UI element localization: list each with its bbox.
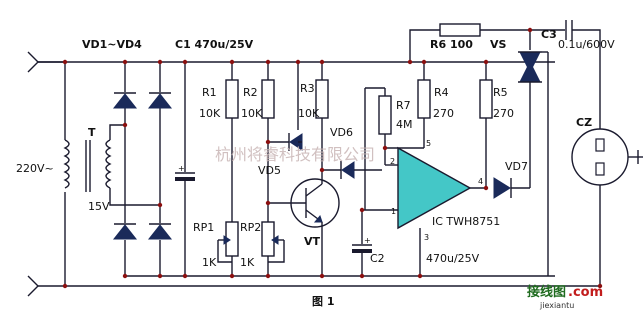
r4-resistor [385,62,431,149]
vs-triac [518,30,549,276]
watermark-text: 杭州将睿科技有限公司 [215,145,375,164]
label-rp1-value: 1K [202,256,217,269]
r3-resistor [315,62,329,170]
label-r6: R6 100 [430,38,473,51]
site-logo: 接线图 .com jiexiantu [527,284,603,310]
bridge-rectifier [112,62,173,276]
pin-1-label: 1 [391,207,396,216]
label-c3-value: 0.1u/600V [558,38,615,51]
label-r7-value: 4M [396,118,413,131]
figure-caption: 图 1 [312,295,334,308]
pin-3-label: 3 [424,233,429,242]
label-r7: R7 [396,99,411,112]
label-vd1-vd4: VD1~VD4 [82,38,142,51]
cz-socket [555,96,643,287]
ic-twh8751 [397,146,488,276]
label-r3-value: 10K [298,107,320,120]
pin-4-label: 4 [478,177,483,186]
label-secondary: 15V [88,200,110,213]
c1-capacitor: + [175,62,195,276]
label-transformer: T [88,126,96,139]
junction-dots [62,27,603,289]
label-r3: R3 [300,82,315,95]
label-vd6: VD6 [330,126,353,139]
svg-text:+: + [178,164,185,173]
label-vd7: VD7 [505,160,528,173]
label-vt: VT [304,235,321,248]
svg-text:+: + [364,236,371,245]
label-r2-value: 10K [241,107,263,120]
label-r1-value: 10K [199,107,221,120]
vt-transistor [268,170,340,276]
logo-com: .com [568,285,603,300]
label-r2: R2 [243,86,258,99]
label-rp2: RP2 [240,221,261,234]
label-mains: 220V~ [16,162,54,175]
logo-site: jiexiantu [539,301,574,310]
label-r1: R1 [202,86,217,99]
r7-resistor [364,87,398,210]
logo-text: 接线图 [527,284,566,300]
label-r5-value: 270 [493,107,514,120]
label-r5: R5 [493,86,508,99]
label-vs: VS [490,38,507,51]
r5-resistor [479,62,493,188]
vd7-diode [493,90,531,199]
label-rp2-value: 1K [240,256,255,269]
transformer [63,62,160,286]
r1-rp1-branch [217,62,239,276]
pin-2-label: 2 [390,157,395,166]
r6-c3-snubber [409,20,601,96]
label-c2: C2 [370,252,385,265]
label-ic: IC TWH8751 [432,215,500,228]
label-c2-value: 470u/25V [426,252,480,265]
label-r4-value: 270 [433,107,454,120]
label-c1: C1 470u/25V [175,38,254,51]
ac-input-terminals [27,51,65,297]
vd5-diode [268,62,303,151]
c2-capacitor: + [352,209,398,276]
pin-5-label: 5 [426,139,431,148]
label-vd5: VD5 [258,164,281,177]
vd6-diode [322,161,382,179]
r2-rp2-branch [261,62,285,276]
label-cz: CZ [576,116,592,129]
label-c3: C3 [541,28,557,41]
label-rp1: RP1 [193,221,214,234]
label-r4: R4 [434,86,449,99]
